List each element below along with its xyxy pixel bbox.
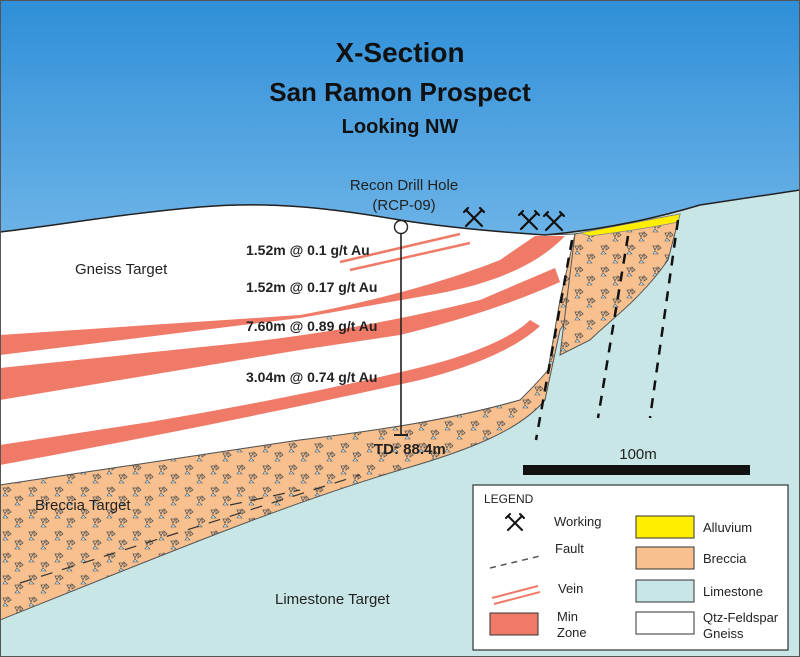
legend-min-zone-swatch [489, 612, 539, 636]
vein-lines [339, 232, 471, 272]
intercept-2: 1.52m @ 0.17 g/t Au [246, 279, 377, 295]
total-depth-label: TD: 88.4m [374, 441, 446, 458]
legend-alluvium-swatch [635, 515, 695, 539]
legend-working-icon [505, 513, 525, 531]
legend-working-label: Working [554, 514, 601, 529]
legend-vein-label: Vein [558, 581, 583, 596]
legend-min-zone-label-2: Zone [557, 625, 587, 640]
legend: LEGEND Working Fault Vein Min Zone Alluv… [472, 484, 789, 651]
title-line-3: Looking NW [342, 116, 459, 138]
min-zone-3 [0, 320, 540, 465]
breccia-target-label: Breccia Target [35, 497, 131, 514]
drill-collar-icon [393, 219, 409, 235]
min-zone-1 [0, 236, 565, 355]
legend-min-zone-label-1: Min [557, 609, 578, 624]
intercept-4: 3.04m @ 0.74 g/t Au [246, 369, 377, 385]
scale-bar [523, 465, 750, 475]
legend-breccia-label: Breccia [703, 551, 747, 566]
gneiss-target-label: Gneiss Target [75, 261, 168, 278]
breccia-fault-dashes [19, 474, 361, 584]
intercept-1: 1.52m @ 0.1 g/t Au [246, 242, 370, 258]
min-zone-2 [0, 268, 560, 400]
limestone-target-label: Limestone Target [275, 591, 391, 608]
legend-title: LEGEND [484, 492, 534, 506]
legend-fault-symbol [489, 555, 541, 569]
legend-alluvium-label: Alluvium [703, 520, 752, 535]
legend-gneiss-label-1: Qtz-Feldspar [703, 610, 779, 625]
working-icons [462, 206, 566, 232]
drill-hole-id: (RCP-09) [372, 197, 435, 214]
scale-bar-label: 100m [619, 446, 657, 463]
legend-fault-label: Fault [555, 541, 584, 556]
legend-vein-symbol [491, 585, 541, 605]
intercept-3: 7.60m @ 0.89 g/t Au [246, 318, 377, 334]
ground-surface-line [0, 189, 800, 236]
breccia-upper-block [559, 213, 681, 356]
working-icon [542, 210, 566, 232]
working-icon [462, 206, 486, 228]
working-icon [517, 209, 541, 231]
drill-hole-label: Recon Drill Hole [350, 177, 458, 194]
drill-hole [393, 219, 409, 436]
fault-lines [534, 219, 680, 441]
legend-limestone-label: Limestone [703, 584, 763, 599]
legend-gneiss-label-2: Gneiss [703, 626, 744, 641]
legend-limestone-swatch [635, 579, 695, 603]
title-line-2: San Ramon Prospect [269, 77, 531, 107]
title-line-1: X-Section [335, 37, 464, 68]
legend-breccia-swatch [635, 546, 695, 570]
legend-gneiss-swatch [635, 611, 695, 635]
